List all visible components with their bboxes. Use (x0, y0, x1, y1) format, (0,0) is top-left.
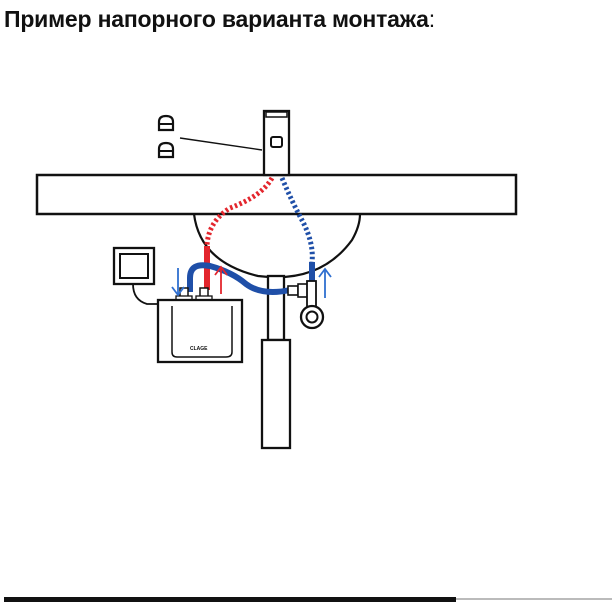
bottom-divider (4, 597, 456, 602)
wall-switch (112, 246, 156, 286)
cold-supply-arrow-icon (318, 267, 332, 298)
tap-mode-icon-bottom (157, 141, 175, 159)
cold-inlet-arrow-icon (171, 268, 185, 297)
power-cable (132, 283, 158, 305)
tap-mode-icon-top (157, 114, 175, 132)
drain-pipe (260, 274, 292, 450)
water-heater: CLAGE (156, 287, 244, 364)
heater-brand: CLAGE (190, 346, 208, 352)
page-title-colon: : (428, 6, 436, 32)
bottom-divider-thin (456, 598, 612, 600)
hot-outlet-arrow-icon (214, 265, 228, 294)
angle-valve (287, 280, 325, 330)
pointer-line (179, 137, 263, 151)
hot-flex-hose (204, 176, 275, 247)
heater-logo: CLAGE (190, 346, 208, 352)
cold-supply-pipe (187, 262, 291, 295)
washbasin-counter (35, 173, 518, 216)
faucet (262, 109, 291, 177)
page-title-text: Пример напорного варианта монтажа (4, 6, 429, 32)
page-title: Пример напорного варианта монтажа: (4, 2, 435, 36)
basin-bowl (192, 213, 362, 279)
